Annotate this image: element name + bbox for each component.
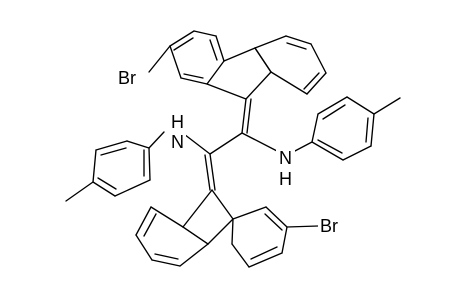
bond <box>193 30 217 37</box>
bond-lines <box>65 30 401 268</box>
bond <box>169 45 182 79</box>
bond <box>148 147 151 181</box>
bond <box>143 213 157 237</box>
nh-left-h-label: H <box>171 112 184 132</box>
bond <box>207 218 234 245</box>
bond <box>150 206 184 228</box>
bond <box>126 140 150 149</box>
bond <box>180 77 208 85</box>
atom-labels: Br H N N H Br <box>115 67 350 239</box>
bond <box>285 35 312 45</box>
bond <box>151 259 181 267</box>
bond <box>169 30 195 47</box>
bond <box>365 117 369 143</box>
bond <box>179 243 209 267</box>
nh-left-n-label: N <box>171 132 184 152</box>
bond <box>209 153 216 191</box>
label-background <box>318 215 350 239</box>
bond <box>254 47 272 73</box>
bond <box>231 243 250 268</box>
bond <box>215 35 225 62</box>
bond <box>183 73 204 79</box>
bond <box>342 145 372 161</box>
label-background <box>276 147 295 187</box>
label-background <box>115 67 145 91</box>
bromine-label-bottom: Br <box>320 216 338 236</box>
bond <box>265 206 288 228</box>
bond <box>206 60 225 85</box>
bond <box>245 71 272 100</box>
bond <box>250 246 278 260</box>
bond <box>370 113 375 147</box>
bond <box>65 181 94 202</box>
bond <box>100 147 127 156</box>
bond <box>97 177 117 190</box>
nh-right-n-label: N <box>279 148 292 168</box>
bond <box>154 253 179 260</box>
bond <box>264 213 283 231</box>
bond <box>206 83 247 100</box>
bond <box>95 140 128 151</box>
bond <box>292 141 313 153</box>
bond <box>204 154 211 191</box>
bond <box>173 37 194 51</box>
bond <box>241 98 247 134</box>
bond <box>346 96 375 115</box>
bond <box>92 149 97 183</box>
bond <box>246 98 252 134</box>
bond <box>92 181 116 197</box>
bond <box>209 39 218 61</box>
bond <box>241 132 278 152</box>
bond <box>135 234 153 261</box>
bond <box>286 42 307 50</box>
bond <box>317 139 343 154</box>
bond <box>223 47 256 62</box>
bond <box>148 45 171 73</box>
bromine-label-top: Br <box>118 68 136 88</box>
bond <box>148 131 165 149</box>
bond <box>311 113 319 143</box>
bond <box>114 179 151 197</box>
label-background <box>168 115 186 150</box>
bond <box>310 43 327 74</box>
bond <box>232 206 267 220</box>
bond <box>135 206 152 236</box>
bond <box>248 252 283 268</box>
nh-right-h-label: H <box>279 169 292 189</box>
bond <box>317 96 348 115</box>
bond <box>322 104 346 120</box>
bond <box>270 71 308 95</box>
bond <box>306 72 327 95</box>
bond <box>211 189 234 220</box>
bond <box>209 132 243 155</box>
bond <box>311 141 344 161</box>
bond <box>373 97 401 115</box>
bond <box>286 225 319 228</box>
bond <box>281 226 288 254</box>
bond <box>303 72 320 90</box>
bond <box>182 189 213 228</box>
bond <box>254 35 287 49</box>
bond <box>182 226 209 245</box>
bond <box>231 218 234 245</box>
